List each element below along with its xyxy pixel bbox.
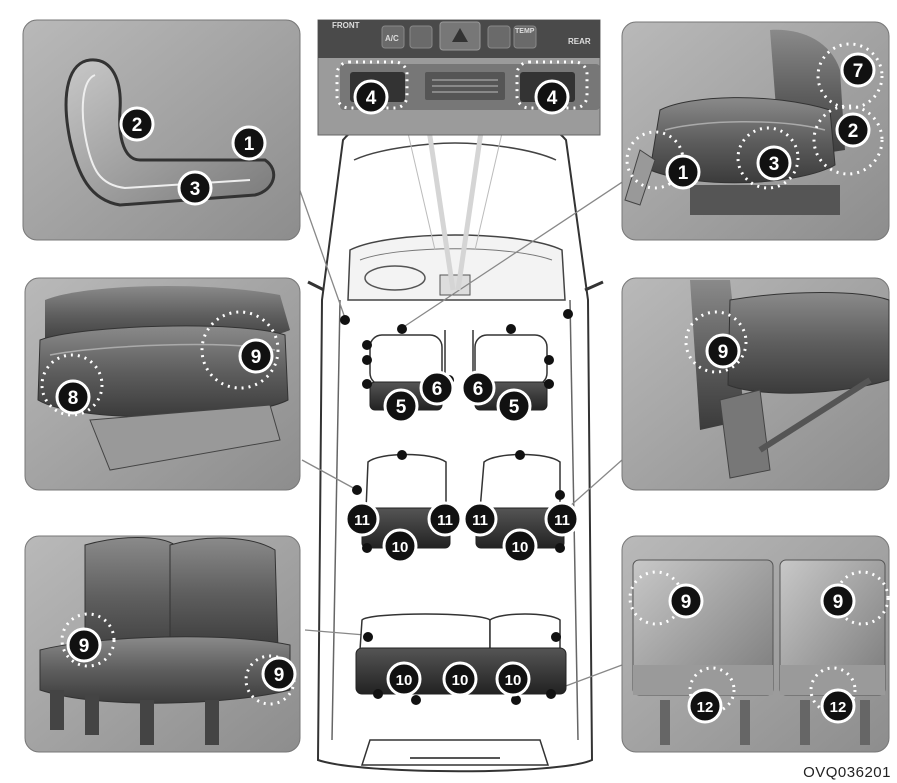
button-rear-label: REAR bbox=[568, 37, 591, 46]
svg-text:9: 9 bbox=[79, 636, 90, 657]
callout-badge: 6 bbox=[419, 370, 455, 406]
second-row-seat-right bbox=[475, 453, 565, 549]
callout-badge: 5 bbox=[383, 388, 419, 424]
svg-text:1: 1 bbox=[678, 163, 689, 184]
callouts-second-row-seat: 8 9 bbox=[55, 338, 274, 415]
callout-badge: 10 bbox=[442, 661, 478, 697]
svg-text:6: 6 bbox=[473, 379, 484, 400]
figure-code: OVQ036201 bbox=[803, 764, 891, 781]
callout-badge: 5 bbox=[496, 388, 532, 424]
svg-text:4: 4 bbox=[366, 88, 377, 109]
svg-text:12: 12 bbox=[830, 699, 847, 716]
panel-seat-side bbox=[621, 277, 890, 491]
callout-badge: 8 bbox=[55, 379, 91, 415]
callout-badge: 9 bbox=[66, 627, 102, 663]
callout-badge: 7 bbox=[840, 52, 876, 88]
callout-badge: 11 bbox=[544, 501, 580, 537]
svg-text:5: 5 bbox=[396, 397, 407, 418]
callouts-power-seat: 1 2 3 7 bbox=[665, 52, 876, 190]
svg-text:1: 1 bbox=[244, 134, 255, 155]
callout-badge: 9 bbox=[238, 338, 274, 374]
callout-badge: 12 bbox=[687, 688, 723, 724]
svg-text:9: 9 bbox=[274, 665, 285, 686]
svg-text:9: 9 bbox=[681, 592, 692, 613]
callout-badge: 11 bbox=[462, 501, 498, 537]
svg-text:7: 7 bbox=[853, 61, 864, 82]
callout-badge: 4 bbox=[534, 79, 570, 115]
callout-badge: 10 bbox=[386, 661, 422, 697]
callouts-driver-seat-closeup: 1 2 3 bbox=[119, 106, 267, 206]
svg-text:11: 11 bbox=[354, 512, 370, 529]
svg-text:11: 11 bbox=[472, 512, 488, 529]
callout-badge: 12 bbox=[820, 688, 856, 724]
svg-text:11: 11 bbox=[437, 512, 453, 529]
callout-badge: 9 bbox=[668, 583, 704, 619]
button-front-label: FRONT bbox=[332, 21, 360, 30]
callout-badge: 9 bbox=[261, 656, 297, 692]
callout-badge: 4 bbox=[353, 79, 389, 115]
callouts-seat-side: 9 bbox=[705, 333, 741, 369]
svg-text:2: 2 bbox=[132, 115, 143, 136]
panel-climate-control: FRONT A/C TEMP REAR bbox=[317, 19, 601, 136]
callout-badge: 9 bbox=[705, 333, 741, 369]
panel-driver-seat-closeup bbox=[22, 19, 301, 241]
callout-badge: 3 bbox=[756, 145, 792, 181]
panel-rear-bench bbox=[24, 535, 301, 753]
callout-badge: 10 bbox=[502, 528, 538, 564]
svg-text:2: 2 bbox=[848, 121, 859, 142]
control-dots bbox=[340, 309, 573, 705]
callouts-vehicle-layout: 6 6 5 5 11 11 11 11 10 10 10 10 10 bbox=[344, 370, 580, 697]
panel-second-row-seat bbox=[24, 277, 301, 491]
svg-text:6: 6 bbox=[432, 379, 443, 400]
svg-text:10: 10 bbox=[452, 672, 469, 689]
svg-text:10: 10 bbox=[396, 672, 413, 689]
callout-badge: 2 bbox=[119, 106, 155, 142]
callout-badge: 11 bbox=[427, 501, 463, 537]
callout-badge: 1 bbox=[665, 154, 701, 190]
callouts-seat-backs: 9 9 12 12 bbox=[668, 583, 856, 724]
callout-badge: 9 bbox=[820, 583, 856, 619]
callout-badge: 1 bbox=[231, 125, 267, 161]
svg-text:10: 10 bbox=[505, 672, 522, 689]
svg-text:8: 8 bbox=[68, 388, 79, 409]
svg-text:3: 3 bbox=[769, 154, 780, 175]
callout-badge: 2 bbox=[835, 112, 871, 148]
button-temp-label: TEMP bbox=[515, 28, 535, 35]
vehicle-top-view bbox=[307, 106, 604, 773]
svg-text:10: 10 bbox=[392, 539, 409, 556]
button-ac-label: A/C bbox=[385, 34, 399, 43]
svg-text:5: 5 bbox=[509, 397, 520, 418]
svg-text:9: 9 bbox=[251, 347, 262, 368]
svg-text:9: 9 bbox=[833, 592, 844, 613]
callouts-climate-panel: 4 4 bbox=[353, 79, 570, 115]
hazard-icon bbox=[452, 28, 468, 42]
callout-badge: 3 bbox=[177, 170, 213, 206]
callouts-rear-bench: 9 9 bbox=[66, 627, 297, 692]
svg-text:4: 4 bbox=[547, 88, 558, 109]
svg-text:9: 9 bbox=[718, 342, 729, 363]
svg-text:12: 12 bbox=[697, 699, 714, 716]
callout-badge: 10 bbox=[495, 661, 531, 697]
svg-text:3: 3 bbox=[190, 179, 201, 200]
svg-text:10: 10 bbox=[512, 539, 529, 556]
callout-badge: 11 bbox=[344, 501, 380, 537]
callout-badge: 10 bbox=[382, 528, 418, 564]
callout-badge: 6 bbox=[460, 370, 496, 406]
svg-text:11: 11 bbox=[554, 512, 570, 529]
